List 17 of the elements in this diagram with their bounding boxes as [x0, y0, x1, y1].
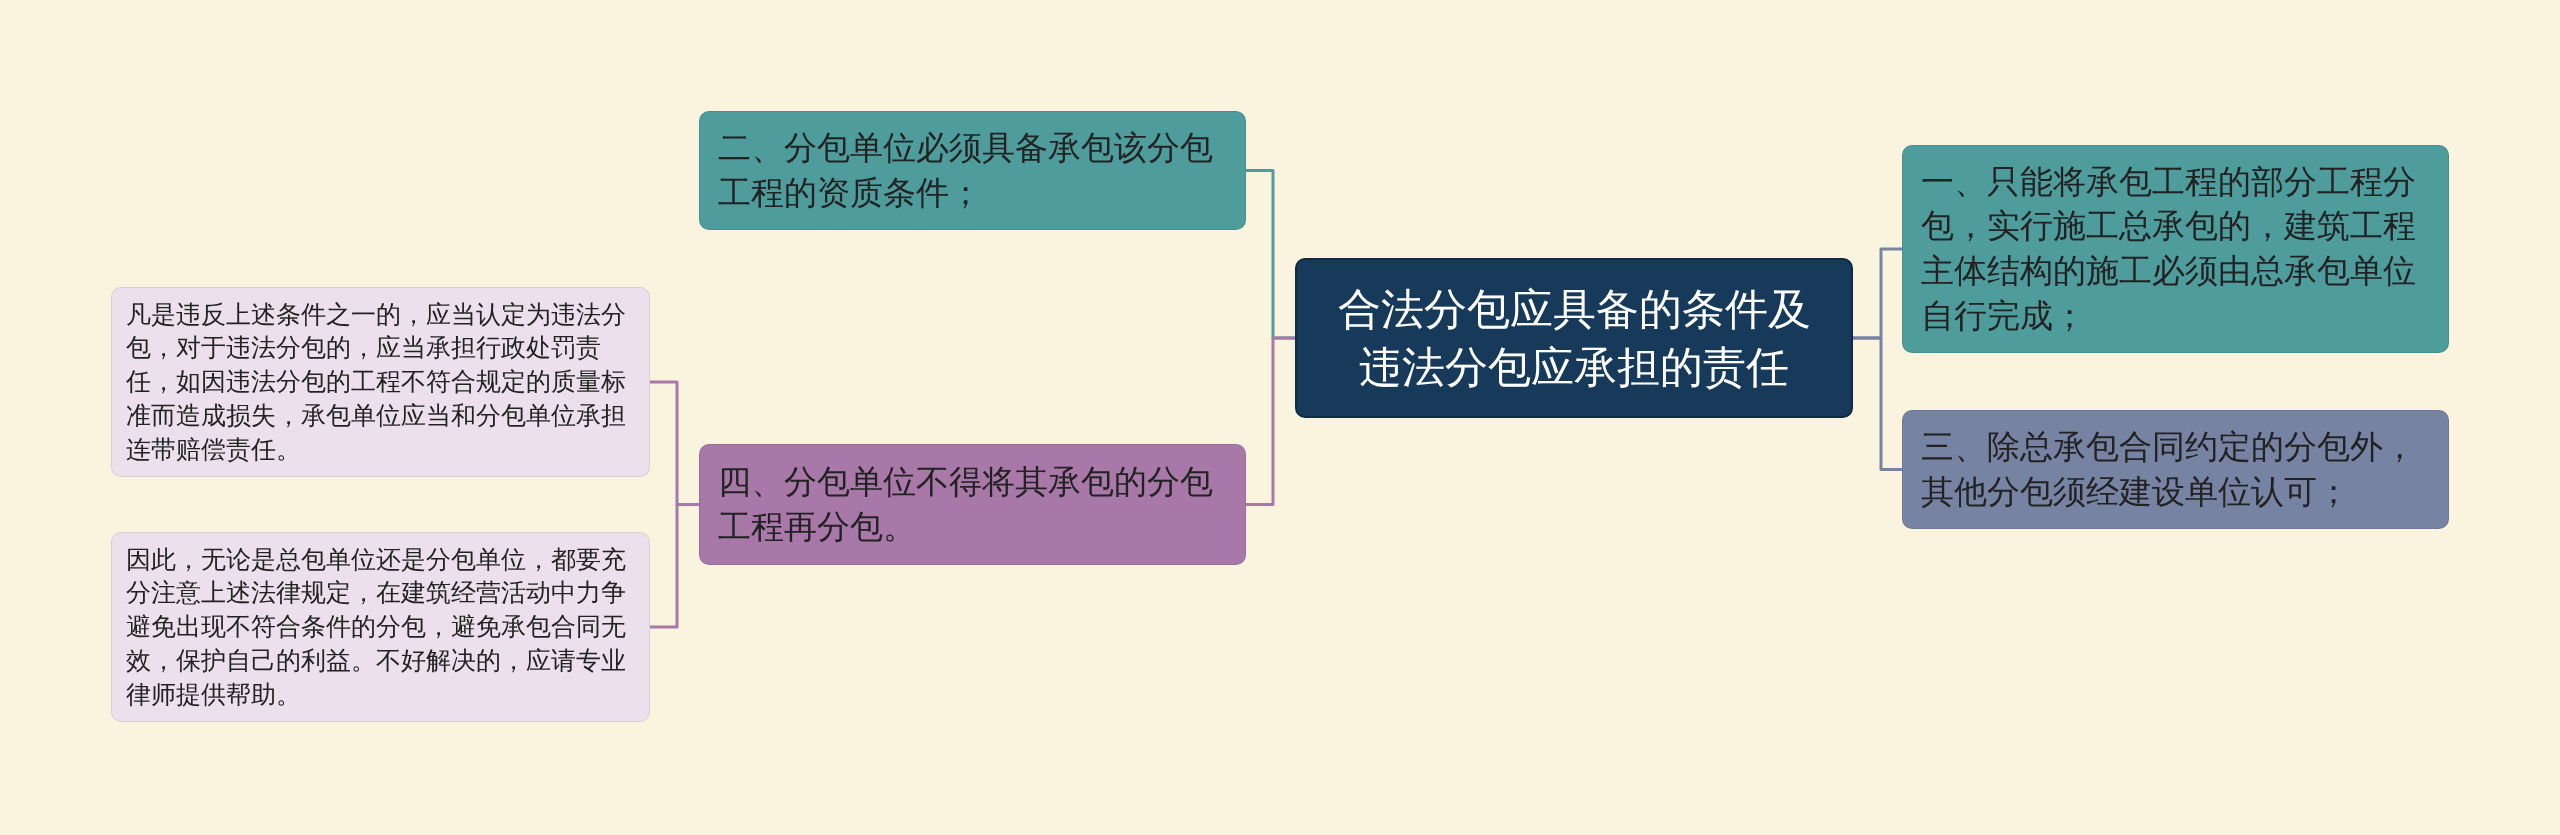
topic-box [699, 111, 1246, 230]
note-box [111, 287, 650, 477]
topic-box [1902, 410, 2449, 529]
central-topic-box [1295, 258, 1853, 418]
topic-text: 因此，无论是总包单位还是分包单位，都要充分注意上述法律规定，在建筑经营活动中力争避免出现不符合条件的分包，避免承包合同无效，保护自己的利益。不好解决的，应请专业律师提供帮助。 [126, 543, 627, 711]
topic-text: 三、除总承包合同约定的分包外，其他分包须经建设单位认可； [1921, 425, 2417, 513]
topic-title: 合法分包应具备的条件及违法分包应承担的责任 [1336, 282, 1812, 394]
connector-line [1853, 336, 1902, 471]
topic-text: 凡是违反上述条件之一的，应当认定为违法分包，对于违法分包的，应当承担行政处罚责任，如因违法分包的工程不符合规定的质量标准而造成损失，承包单位应当和分包单位承担连带赔偿责任。 [126, 298, 627, 466]
topic-box [699, 444, 1246, 565]
topic-text: 一、只能将承包工程的部分工程分包，实行施工总承包的，建筑工程主体结构的施工必须由总承包单位自行完成； [1921, 160, 2417, 337]
topic-box [1902, 145, 2449, 353]
connector-line [650, 503, 699, 629]
connector-line [1246, 336, 1295, 506]
topic-text: 四、分包单位不得将其承包的分包工程再分包。 [718, 460, 1214, 548]
note-box [111, 532, 650, 722]
topic-text: 二、分包单位必须具备承包该分包工程的资质条件； [718, 126, 1214, 214]
